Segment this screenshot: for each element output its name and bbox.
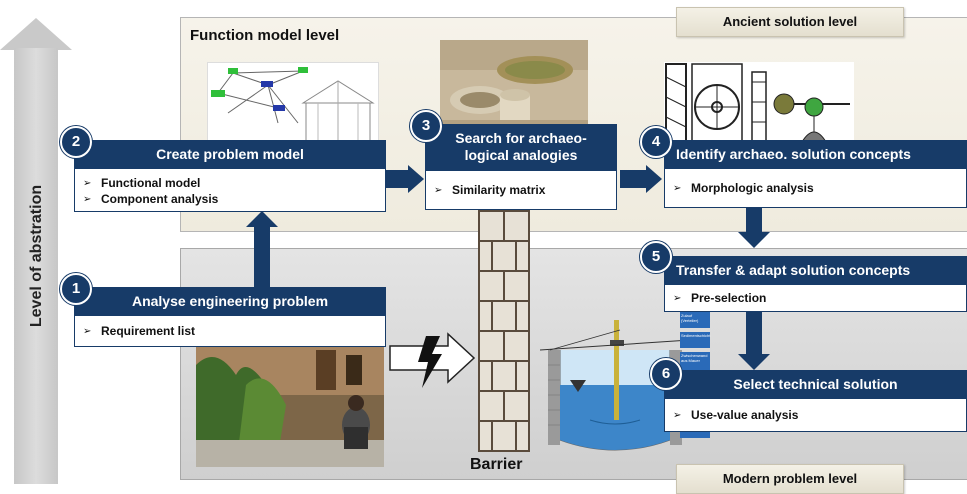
step3-header: Search for archaeo- logical analogies [425,124,617,170]
step1-number-badge: 1 [60,273,92,305]
step2-number-badge: 2 [60,126,92,158]
arrow-step4-to-step5-head [738,232,770,248]
step5-header: Transfer & adapt solution concepts [664,256,967,284]
step2-body: ➢Functional model ➢Component analysis [74,168,386,212]
archaeological-site-photo [440,40,588,136]
modern-problem-level-tag: Modern problem level [676,464,904,494]
barrier-wall [478,210,530,452]
tank-label: Zulauf (Verteiler) [680,312,710,328]
step6-number-badge: 6 [650,358,682,390]
arrow-step1-to-step2-head [246,211,278,227]
abstraction-arrow [14,48,58,484]
barrier-label: Barrier [470,456,523,473]
arrow-step5-to-step6-head [738,354,770,370]
ancient-machine-sketch [664,62,854,146]
impediment-arrow [388,330,478,390]
step1-item: ➢Requirement list [83,324,196,338]
step3-number-badge: 3 [410,110,442,142]
step3-item: ➢Similarity matrix [434,183,546,197]
arrow-step3-to-step4 [620,170,646,188]
step2-item: ➢Component analysis [83,192,219,206]
arrow-step2-to-step3-head [408,165,424,193]
step5-item: ➢Pre-selection [673,291,767,305]
step5-number-badge: 5 [640,241,672,273]
arrow-step1-to-step2 [254,227,270,287]
step5-body: ➢Pre-selection [664,284,967,312]
step1-body: ➢Requirement list [74,315,386,347]
step4-body: ➢Morphologic analysis [664,168,967,208]
arrow-step3-to-step4-head [646,165,662,193]
step4-header: Identify archaeo. solution concepts [664,140,967,168]
step4-item: ➢Morphologic analysis [673,181,814,195]
function-model-level-title: Function model level [190,27,340,44]
arrow-step2-to-step3 [386,170,408,188]
step3-title-line1: Search for archaeo- [455,130,587,146]
arrow-step4-to-step5 [746,206,762,232]
step2-item: ➢Functional model [83,176,201,190]
tank-label: Sedimentschicht [680,332,710,348]
step6-item: ➢Use-value analysis [673,408,799,422]
function-model-diagram-image [207,62,379,148]
step1-header: Analyse engineering problem [74,287,386,315]
arrow-step5-to-step6 [746,310,762,354]
step4-number-badge: 4 [640,126,672,158]
step2-header: Create problem model [74,140,386,168]
ancient-solution-level-tag: Ancient solution level [676,7,904,37]
step6-body: ➢Use-value analysis [664,398,967,432]
step3-title-line2: logical analogies [464,147,578,163]
village-well-photo [196,345,384,467]
step6-header: Select technical solution [664,370,967,398]
abstraction-axis-label: Level of abstration [28,184,45,328]
abstraction-arrow-head [0,18,72,50]
step3-body: ➢Similarity matrix [425,170,617,210]
